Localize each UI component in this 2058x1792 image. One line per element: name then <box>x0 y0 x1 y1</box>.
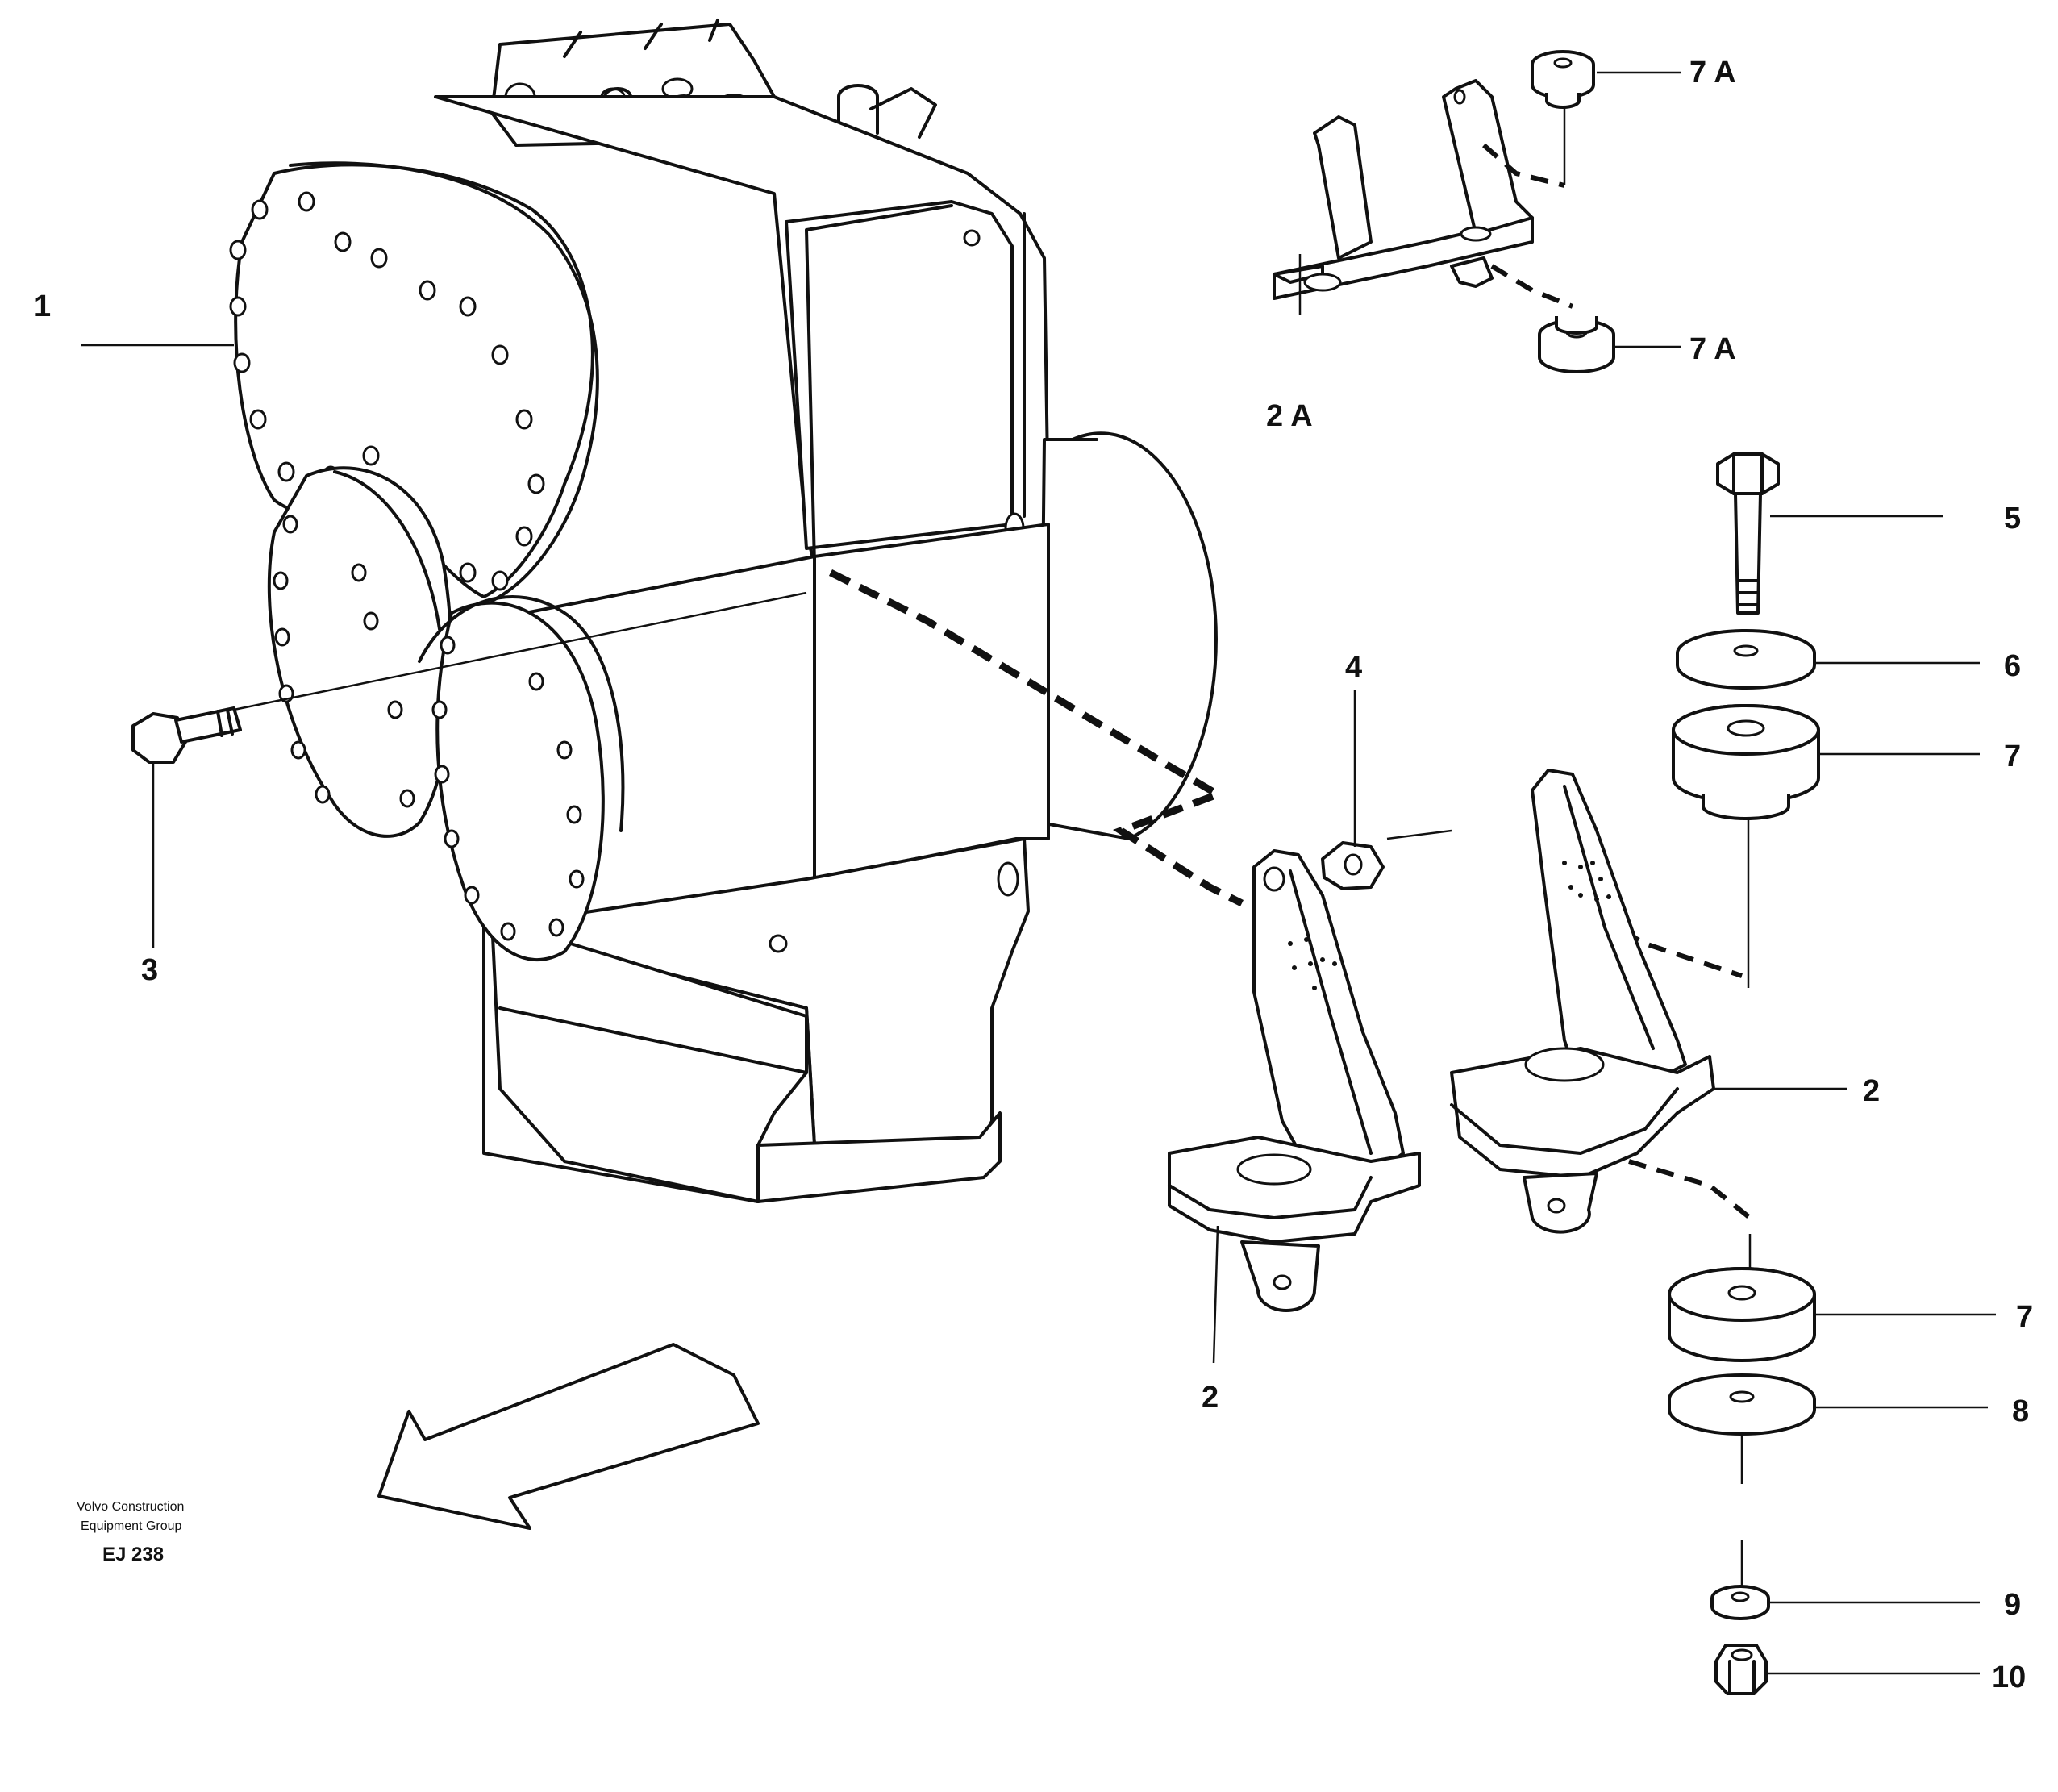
cover-bolts-left <box>273 515 415 808</box>
callout-6: 6 <box>2004 649 2021 683</box>
callout-4: 4 <box>1345 651 1362 685</box>
callout-1: 1 <box>34 290 51 323</box>
callout-10: 10 <box>1992 1661 2026 1694</box>
bracket-part-2a <box>1273 79 1534 300</box>
cover-bolts-upper <box>229 191 545 591</box>
bolt-part-5 <box>1716 452 1780 615</box>
credit-line-1: Volvo Construction <box>77 1500 184 1514</box>
rubber-mount-7a-bottom <box>1538 316 1615 373</box>
credit-line-2: Equipment Group <box>81 1519 182 1533</box>
washer-part-9 <box>1710 1585 1770 1620</box>
callout-2-bottom: 2 <box>1202 1381 1219 1415</box>
explode-line-bracket-to-mount <box>1571 901 1743 978</box>
transmission-housing <box>229 19 1218 1203</box>
callout-9: 9 <box>2004 1588 2021 1622</box>
rubber-mount-7a-top <box>1531 50 1595 109</box>
nut-part-10 <box>1714 1644 1768 1695</box>
callout-3: 3 <box>141 953 158 987</box>
callout-2a: 2 A <box>1266 399 1313 433</box>
rubber-mount-part-7-lower <box>1668 1267 1816 1362</box>
washer-part-8 <box>1668 1373 1816 1436</box>
rubber-mount-part-7-upper <box>1672 704 1820 820</box>
explode-line-housing-to-bracket <box>828 569 1244 907</box>
cover-bolts-right <box>431 636 585 941</box>
explode-line-2a-bottom <box>1490 264 1574 309</box>
nut-part-4 <box>1321 841 1385 890</box>
bolt-part-3 <box>131 706 242 764</box>
callout-7a-bottom: 7 A <box>1689 332 1736 366</box>
callout-2-right: 2 <box>1863 1074 1880 1108</box>
callout-7-lower: 7 <box>2016 1300 2033 1334</box>
callout-8: 8 <box>2012 1394 2029 1428</box>
explode-line-bracket-to-lower-mount <box>1628 1159 1752 1220</box>
explode-line-2a-top <box>1482 143 1565 188</box>
bracket-part-2-front <box>1168 849 1421 1312</box>
washer-part-6 <box>1676 629 1816 690</box>
drawing-code: EJ 238 <box>102 1544 164 1565</box>
bracket-part-2-right <box>1450 769 1715 1234</box>
callout-7-upper: 7 <box>2004 740 2021 773</box>
callout-5: 5 <box>2004 502 2021 536</box>
bolt-axis-line <box>233 591 807 711</box>
leader-lines <box>81 71 1996 1675</box>
arrow-left-down-icon <box>377 1343 760 1530</box>
callout-7a-top: 7 A <box>1689 56 1736 90</box>
